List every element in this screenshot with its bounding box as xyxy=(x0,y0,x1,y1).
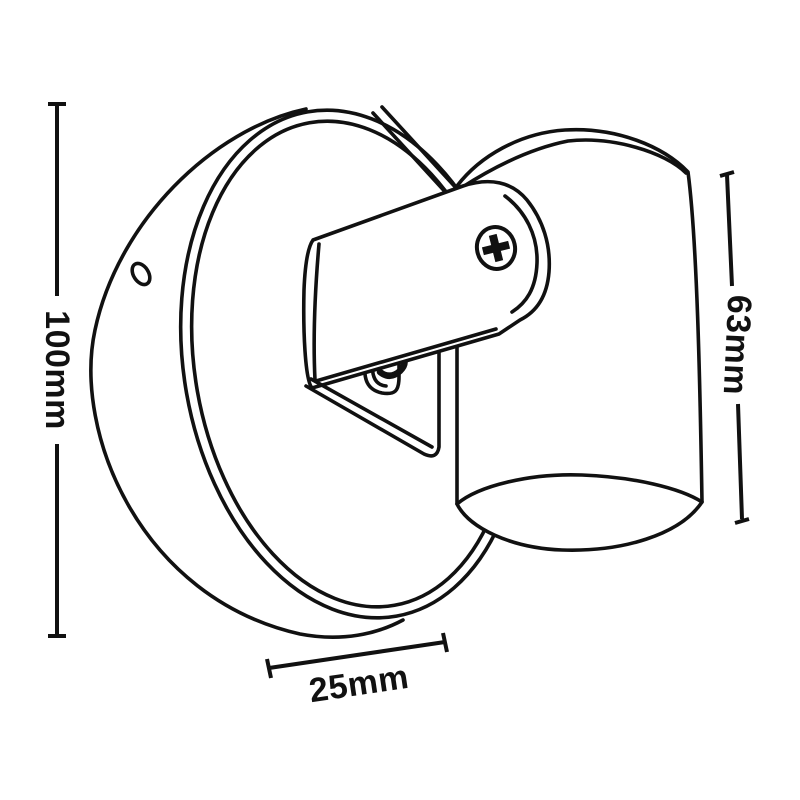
dimension-plate-height xyxy=(48,102,66,638)
bracket-end-fold xyxy=(503,194,539,314)
yoke-arm xyxy=(304,350,441,458)
dimension-label-head-height: 63mm xyxy=(716,294,759,396)
dimension-label-plate-height: 100mm xyxy=(38,310,76,430)
mounting-hole xyxy=(130,261,152,287)
phillips-cross-icon xyxy=(481,233,511,263)
wall-plate-side xyxy=(89,107,405,639)
dimension-line-plate-depth xyxy=(265,632,449,679)
bracket-bottom-fold xyxy=(314,327,498,383)
dimension-line-head-height xyxy=(719,170,750,525)
stem xyxy=(371,105,460,198)
yoke-arm-inner xyxy=(309,377,434,449)
dimension-plate-depth xyxy=(265,632,449,679)
dimension-line-plate-height xyxy=(48,102,66,638)
dimension-head-height xyxy=(719,170,750,525)
lamp-head-bottom-rim xyxy=(455,473,704,506)
lamp-head-top-rim xyxy=(459,138,688,190)
bracket-left-fold xyxy=(312,242,321,382)
dimension-label-plate-depth: 25mm xyxy=(307,658,412,710)
